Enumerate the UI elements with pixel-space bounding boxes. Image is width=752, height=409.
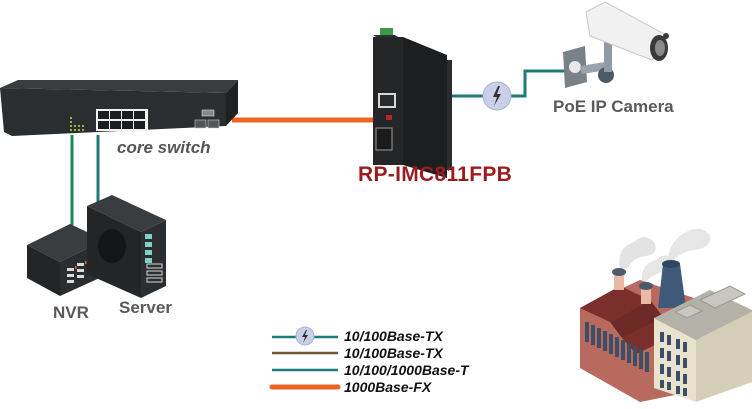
poe-lightning-badge [482, 81, 512, 111]
ip-camera [563, 1, 669, 88]
camera-label: PoE IP Camera [553, 97, 674, 116]
core-switch [0, 80, 238, 136]
server [87, 195, 166, 298]
nvr-label: NVR [53, 303, 89, 322]
legend-lines [269, 326, 341, 390]
legend-label-copper: 10/100Base-TX [344, 345, 443, 361]
server-label: Server [119, 298, 172, 317]
media-converter-label: RP-IMC811FPB [358, 163, 513, 186]
legend-label-poe: 10/100Base-TX [344, 328, 443, 344]
legend-label-gigabit: 10/100/1000Base-T [344, 362, 469, 378]
legend-label-fiber: 1000Base-FX [344, 379, 432, 395]
media-converter [373, 28, 452, 178]
core-switch-label: core switch [117, 138, 211, 157]
factory [580, 228, 752, 402]
